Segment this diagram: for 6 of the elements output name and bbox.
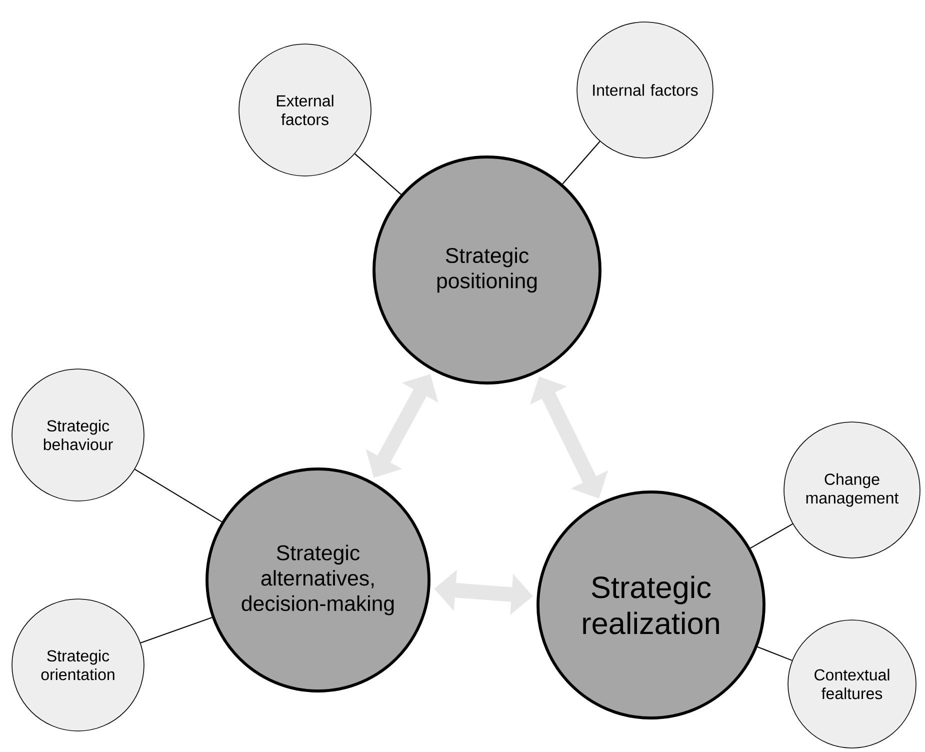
connector-line [134, 468, 222, 522]
connector-line [140, 617, 212, 644]
connector-line [354, 153, 402, 195]
connector-line [757, 646, 792, 661]
connector-line [750, 524, 793, 549]
connector-line [562, 141, 600, 184]
